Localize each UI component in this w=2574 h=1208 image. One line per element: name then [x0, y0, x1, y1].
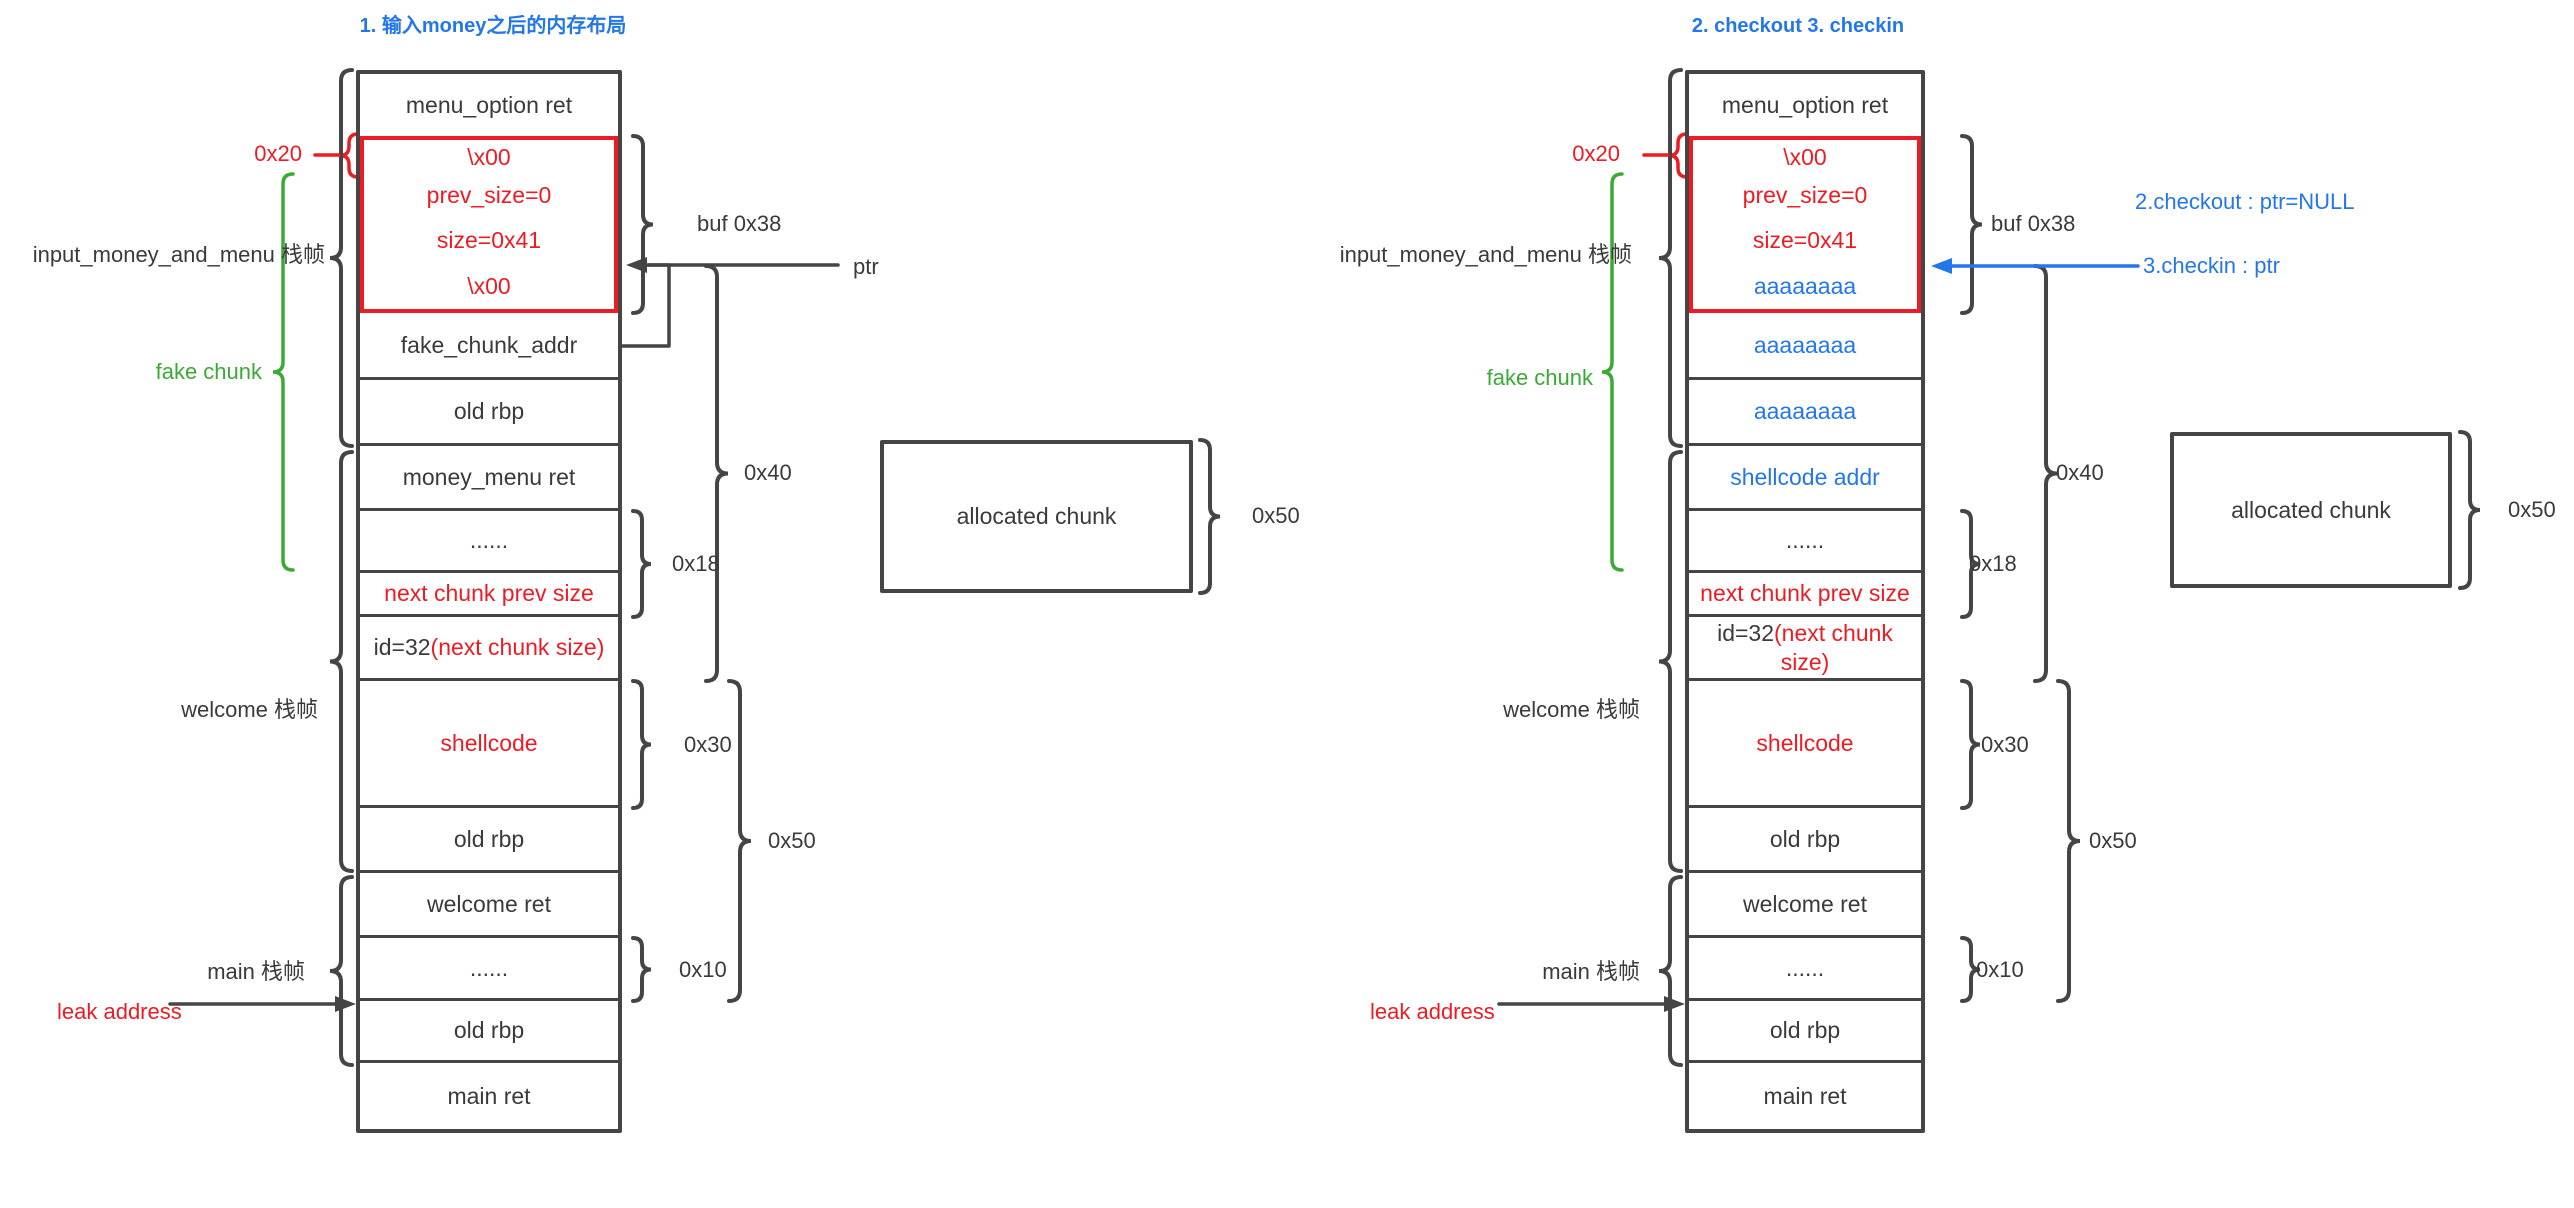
- allocated-chunk-size-left: 0x50: [1252, 503, 1300, 528]
- brace-main-frame-left: [329, 875, 354, 1067]
- fake-chunk-label-left: fake chunk: [155, 359, 262, 384]
- stack-row: old rbp: [1689, 808, 1921, 873]
- frame-label-input-money-right: input_money_and_menu 栈帧: [1339, 242, 1632, 267]
- diagram-title-left: 1. 输入money之后的内存布局: [359, 15, 627, 37]
- stack-row: welcome ret: [360, 873, 618, 938]
- brace-0x40-left: [704, 264, 729, 683]
- frame-label-input-money-left: input_money_and_menu 栈帧: [32, 242, 325, 267]
- brace-allocated-chunk-right: [2458, 430, 2481, 590]
- frame-label-welcome-left: welcome 栈帧: [181, 697, 318, 722]
- brace-0x50-left: [727, 679, 752, 1003]
- ptr-arrowhead: [626, 257, 647, 273]
- stack-row: aaaaaaaa: [1689, 313, 1921, 380]
- stack-row: old rbp: [1689, 1001, 1921, 1063]
- stack-row: ......: [1689, 511, 1921, 573]
- stack-row: old rbp: [360, 1001, 618, 1063]
- size-label-0x40-right: 0x40: [2056, 460, 2104, 485]
- brace-welcome-frame-left: [329, 450, 354, 873]
- leak-address-arrowhead-left: [335, 996, 356, 1012]
- size-label-0x18-left: 0x18: [672, 551, 720, 576]
- stack-row: ......: [1689, 938, 1921, 1001]
- leak-address-label-right: leak address: [1370, 999, 1495, 1024]
- stack-row: next chunk prev size: [360, 573, 618, 617]
- brace-main-frame-right: [1658, 875, 1683, 1067]
- size-label-0x10-right: 0x10: [1976, 957, 2024, 982]
- stack-row: shellcode: [1689, 681, 1921, 808]
- stack-row: \x00: [360, 264, 618, 313]
- stack-row: size=0x41: [1689, 216, 1921, 264]
- brace-0x30-right: [1960, 679, 1981, 810]
- fake-chunk-label-right: fake chunk: [1486, 365, 1593, 390]
- size-label-0x20-right: 0x20: [1572, 141, 1620, 166]
- stack-row: id=32(next chunk size): [360, 617, 618, 681]
- brace-buf-0x38-left: [631, 134, 654, 315]
- ptr-label-left: ptr: [853, 254, 879, 279]
- stack-row: ......: [360, 511, 618, 573]
- stack-row: shellcode: [360, 681, 618, 808]
- stack-row: shellcode addr: [1689, 446, 1921, 511]
- checkout-note-label: 2.checkout : ptr=NULL: [2135, 189, 2355, 214]
- brace-0x30-left: [631, 679, 652, 810]
- stack-row: ......: [360, 938, 618, 1001]
- checkin-note-label: 3.checkin : ptr: [2143, 253, 2280, 278]
- allocated-chunk-box-right: allocated chunk: [2170, 432, 2452, 588]
- size-label-0x50-left: 0x50: [768, 828, 816, 853]
- brace-fake-chunk-right: [1601, 172, 1624, 572]
- buf-size-label-left: buf 0x38: [697, 211, 782, 236]
- stack-row: fake_chunk_addr: [360, 313, 618, 380]
- stack-row: next chunk prev size: [1689, 573, 1921, 617]
- brace-allocated-chunk-left: [1198, 438, 1221, 595]
- frame-label-welcome-right: welcome 栈帧: [1503, 697, 1640, 722]
- size-label-0x30-right: 0x30: [1981, 732, 2029, 757]
- leak-address-arrowhead-right: [1664, 996, 1685, 1012]
- size-label-0x20-left: 0x20: [254, 141, 302, 166]
- size-label-0x40-left: 0x40: [744, 460, 792, 485]
- stack-row: aaaaaaaa: [1689, 264, 1921, 313]
- frame-label-main-left: main 栈帧: [207, 959, 305, 984]
- stack-row: id=32(next chunk size): [1689, 617, 1921, 681]
- stack-row: menu_option ret: [1721, 91, 1889, 118]
- size-label-0x50-right: 0x50: [2089, 828, 2137, 853]
- brace-input-frame-left: [329, 68, 354, 448]
- brace-0x18-right: [1960, 509, 1981, 619]
- stack-row: size=0x41: [360, 216, 618, 264]
- brace-input-frame-right: [1658, 68, 1683, 448]
- stack-row: aaaaaaaa: [1689, 380, 1921, 446]
- brace-0x10-right: [1960, 936, 1981, 1003]
- allocated-chunk-size-right: 0x50: [2508, 497, 2556, 522]
- stack-row: prev_size=0: [360, 175, 618, 216]
- diagram-title-right: 2. checkout 3. checkin: [1691, 15, 1905, 37]
- brace-0x50-right: [2056, 679, 2081, 1003]
- stack-row: prev_size=0: [1689, 175, 1921, 216]
- frame-label-main-right: main 栈帧: [1542, 959, 1640, 984]
- size-label-0x18-right: 0x18: [1969, 551, 2017, 576]
- stack-row: main ret: [1763, 1082, 1847, 1109]
- checkin-ptr-arrowhead: [1931, 258, 1952, 274]
- stack-row: money_menu ret: [360, 446, 618, 511]
- stack-row: \x00: [1689, 136, 1921, 175]
- buf-size-label-right: buf 0x38: [1991, 211, 2076, 236]
- allocated-chunk-box-left: allocated chunk: [880, 440, 1193, 593]
- stack-row: welcome ret: [1689, 873, 1921, 938]
- size-label-0x30-left: 0x30: [684, 732, 732, 757]
- brace-buf-0x38-right: [1960, 134, 1983, 315]
- brace-0x40-right: [2033, 264, 2058, 683]
- stack-row: \x00: [360, 136, 618, 175]
- fake-chunk-addr-connector: [620, 263, 671, 348]
- stack-row: old rbp: [360, 808, 618, 873]
- leak-address-label-left: leak address: [57, 999, 182, 1024]
- brace-0x18-left: [631, 509, 652, 619]
- stack-row: main ret: [447, 1082, 531, 1109]
- brace-fake-chunk-left: [272, 172, 295, 572]
- brace-0x10-left: [631, 936, 652, 1003]
- size-label-0x10-left: 0x10: [679, 957, 727, 982]
- stack-row: menu_option ret: [405, 91, 573, 118]
- stack-row: old rbp: [360, 380, 618, 446]
- brace-welcome-frame-right: [1658, 450, 1683, 873]
